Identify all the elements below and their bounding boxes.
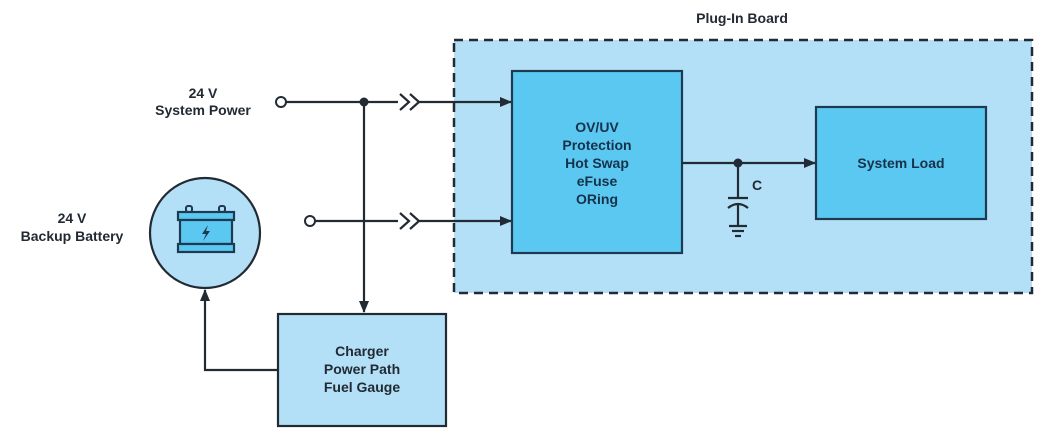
system-power-label: 24 V System Power bbox=[155, 85, 251, 118]
svg-text:Fuel Gauge: Fuel Gauge bbox=[324, 379, 400, 395]
capacitor-label: C bbox=[752, 177, 762, 193]
svg-text:Protection: Protection bbox=[562, 137, 631, 153]
svg-text:Charger: Charger bbox=[335, 343, 389, 359]
battery-terminal bbox=[304, 215, 316, 227]
svg-text:ORing: ORing bbox=[576, 191, 618, 207]
connector-icon bbox=[399, 212, 421, 230]
ground-icon bbox=[729, 224, 747, 238]
svg-text:Hot Swap: Hot Swap bbox=[565, 155, 629, 171]
charger-block-label: Charger Power Path Fuel Gauge bbox=[324, 343, 400, 395]
system-load-label: System Load bbox=[857, 155, 944, 171]
svg-text:Power Path: Power Path bbox=[324, 361, 400, 377]
svg-text:24 V: 24 V bbox=[189, 85, 218, 101]
battery-icon bbox=[176, 205, 236, 254]
protection-block-label: OV/UV Protection Hot Swap eFuse ORing bbox=[562, 119, 631, 207]
charger-block bbox=[276, 312, 448, 428]
system-power-terminal bbox=[275, 96, 287, 108]
svg-text:System Power: System Power bbox=[155, 102, 251, 118]
connector-icon bbox=[399, 93, 421, 111]
capacitor-icon bbox=[727, 163, 749, 226]
svg-text:Backup Battery: Backup Battery bbox=[21, 228, 124, 244]
svg-text:OV/UV: OV/UV bbox=[575, 119, 619, 135]
svg-text:eFuse: eFuse bbox=[577, 173, 618, 189]
wire-charger-to-battery bbox=[200, 289, 278, 372]
board-title: Plug-In Board bbox=[696, 10, 788, 26]
backup-battery-label: 24 V Backup Battery bbox=[21, 210, 124, 244]
svg-text:24 V: 24 V bbox=[58, 210, 87, 226]
protection-block bbox=[510, 69, 684, 255]
system-load-block bbox=[814, 105, 988, 221]
